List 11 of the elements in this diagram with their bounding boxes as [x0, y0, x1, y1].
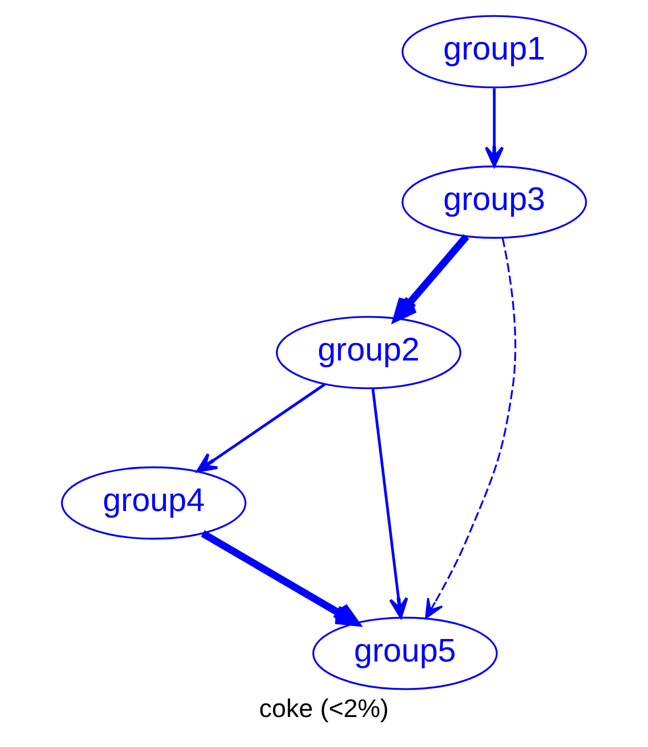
node-ellipse: group2 [276, 316, 462, 390]
arrow [425, 238, 516, 619]
caption: coke (<2%) [259, 695, 389, 724]
arrow [484, 88, 504, 168]
node-ellipse: group1 [402, 15, 587, 88]
node-ellipse: group5 [312, 616, 498, 690]
arrow [372, 388, 408, 618]
node-ellipse: group3 [402, 166, 587, 239]
arrow [393, 234, 470, 322]
arrow [196, 383, 326, 472]
node-ellipse: group4 [61, 466, 246, 540]
